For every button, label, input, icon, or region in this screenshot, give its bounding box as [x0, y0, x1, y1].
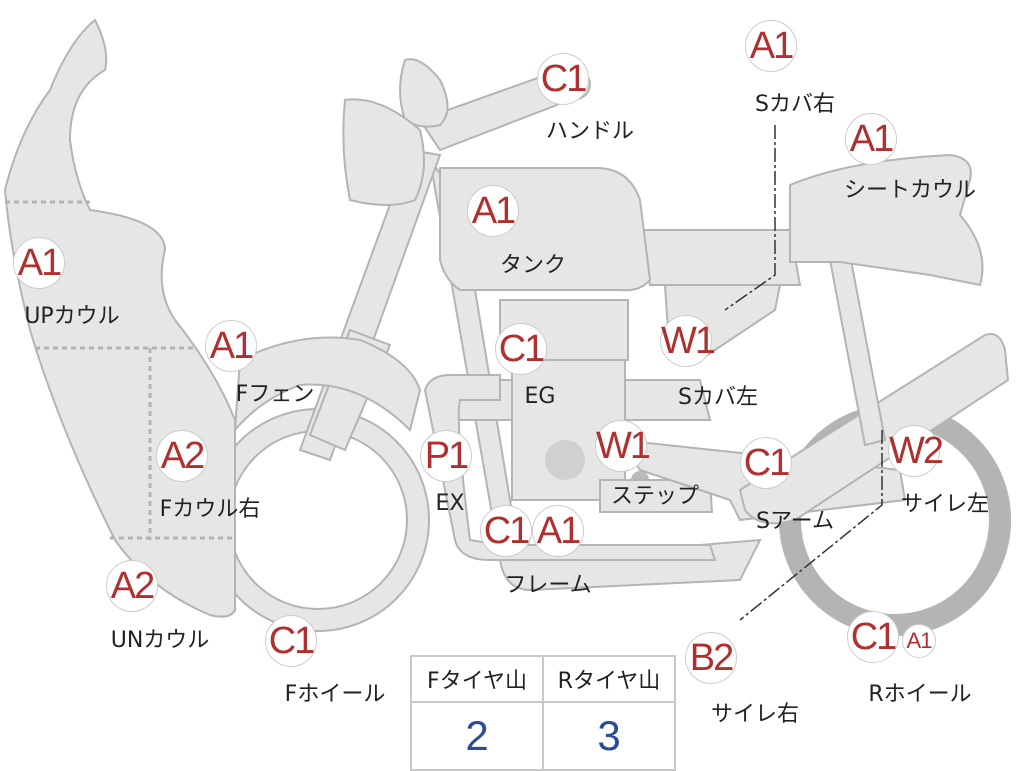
- part-label: Sアーム: [756, 509, 834, 534]
- seat: [638, 229, 802, 286]
- grade-badge: P1: [420, 430, 472, 482]
- part-label: サイレ右: [710, 702, 800, 727]
- part-label: ハンドル: [545, 119, 635, 144]
- part-label: Fフェン: [235, 382, 315, 407]
- grade-badge: C1: [740, 437, 792, 489]
- part-label: EG: [524, 384, 556, 409]
- part-label: UPカウル: [24, 304, 120, 329]
- grade-badge: A2: [106, 560, 158, 612]
- part-label: Rホイール: [868, 682, 972, 707]
- grade-badge: A1: [845, 113, 897, 165]
- grade-badge: W1: [660, 315, 716, 367]
- grade-badge: A1: [205, 320, 257, 372]
- part-label: Sカバ右: [755, 92, 835, 117]
- grade-badge: A2: [156, 430, 208, 482]
- part-label: UNカウル: [110, 628, 210, 653]
- grade-badge: C1: [480, 505, 532, 557]
- front-fender: [233, 336, 422, 434]
- front-tire-header: Fタイヤ山: [410, 655, 544, 703]
- part-label: Fホイール: [284, 682, 386, 707]
- part-label: サイレ左: [900, 492, 990, 517]
- grade-badge: C1: [265, 615, 317, 667]
- grade-badge: W1: [595, 420, 651, 472]
- part-label: タンク: [499, 253, 567, 278]
- grade-badge: A1: [13, 237, 65, 289]
- grade-badge: B2: [685, 632, 737, 684]
- part-label: Fカウル右: [159, 497, 261, 522]
- part-label: ステップ: [610, 484, 700, 509]
- grade-badge: A1: [745, 20, 797, 72]
- seat-cowl: [789, 153, 984, 287]
- rear-tire-header: Rタイヤ山: [542, 655, 676, 703]
- part-label: フレーム: [504, 573, 592, 598]
- part-label: Sカバ左: [678, 385, 758, 410]
- grade-badge-secondary: A1: [902, 624, 936, 658]
- grade-badge: C1: [495, 323, 547, 375]
- part-label: シートカウル: [843, 178, 977, 203]
- grade-badge: C1: [537, 53, 589, 105]
- grade-badge: W2: [888, 425, 944, 477]
- front-tire-value: 2: [410, 701, 544, 771]
- grade-badge: C1: [847, 611, 899, 663]
- rear-tire-value: 3: [542, 701, 676, 771]
- grade-badge: A1: [467, 185, 519, 237]
- grade-badge-secondary: A1: [532, 505, 584, 557]
- part-label: EX: [435, 491, 465, 516]
